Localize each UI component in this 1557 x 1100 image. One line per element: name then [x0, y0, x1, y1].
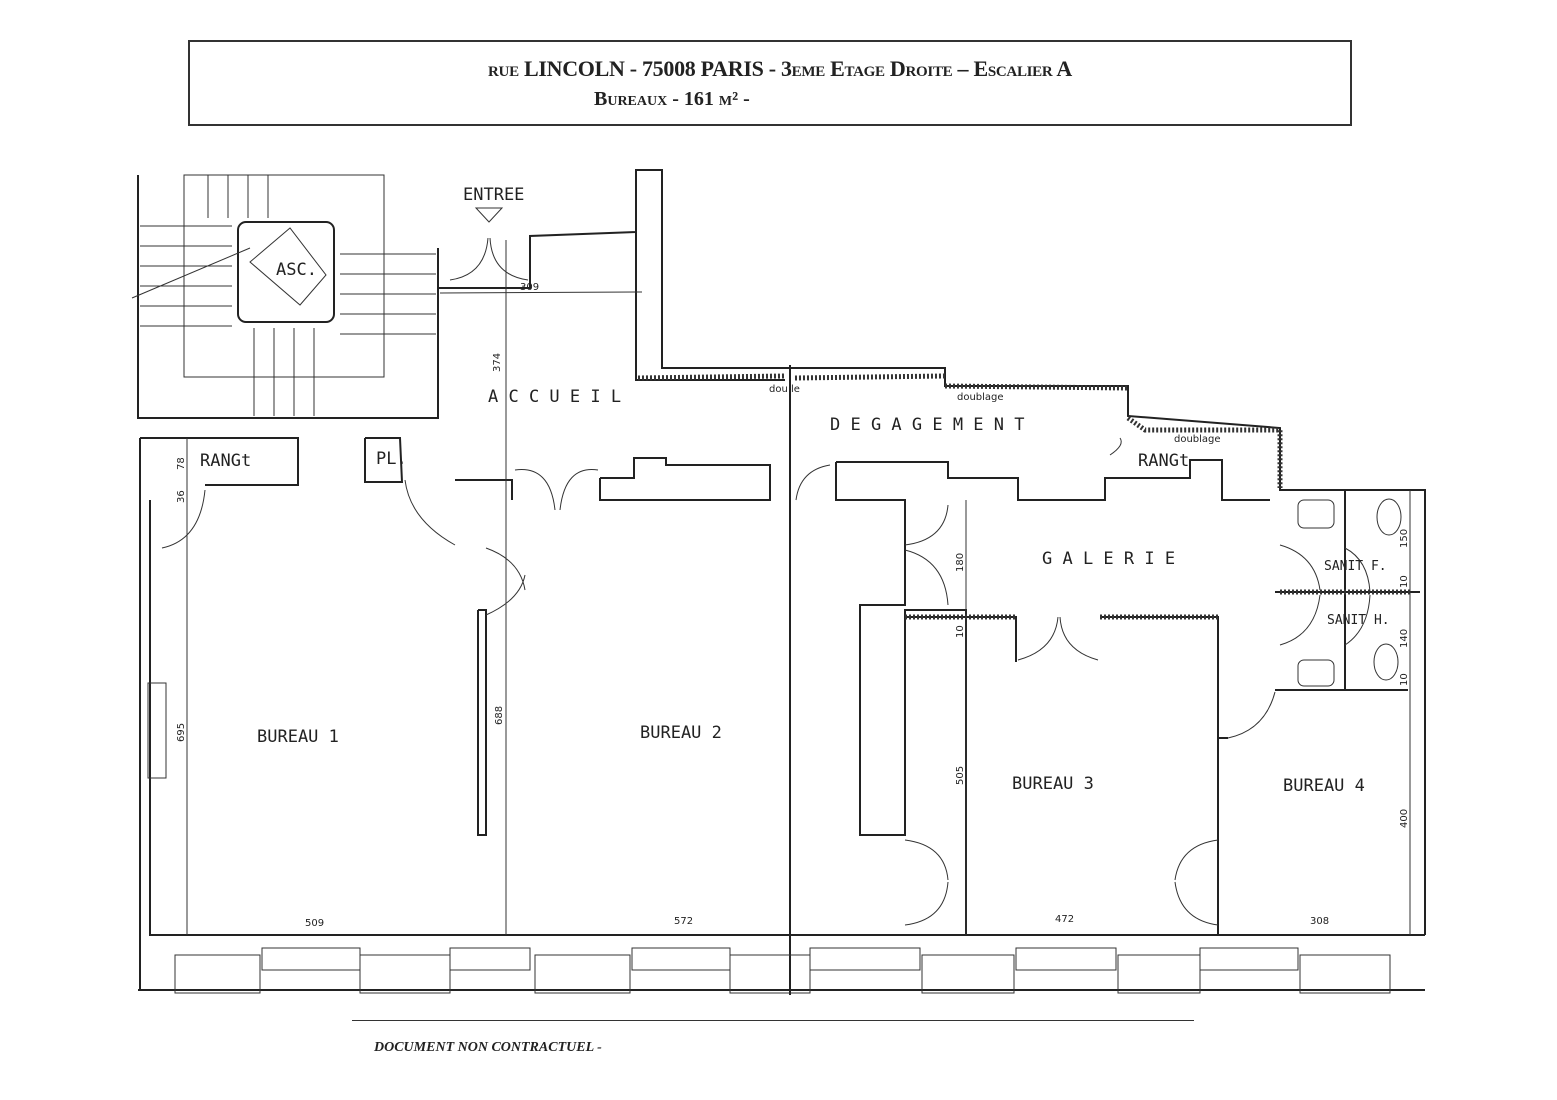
dim-140: 140 — [1399, 629, 1410, 648]
dim-10: 10 — [1399, 575, 1410, 588]
dim-572: 572 — [674, 916, 693, 927]
dim-78: 78 — [176, 457, 187, 470]
room-label-rangement-2: RANGt — [1138, 451, 1189, 471]
dim-695: 695 — [176, 723, 187, 742]
title-block: rue LINCOLN - 75008 PARIS - 3eme Etage D… — [188, 40, 1352, 126]
dim-472: 472 — [1055, 914, 1074, 925]
doublage-label: doublage — [1174, 434, 1221, 445]
doors — [161, 437, 1371, 926]
room-label-accueil: A C C U E I L — [488, 387, 621, 407]
walls — [138, 169, 1426, 995]
dim-374: 374 — [492, 353, 503, 372]
dim-505: 505 — [955, 766, 966, 785]
dim-150: 150 — [1399, 529, 1410, 548]
entrance-label: ENTREE — [463, 185, 524, 205]
sink-icon — [1297, 499, 1335, 529]
toilet-icon — [1376, 498, 1402, 536]
room-label-rangement: RANGt — [200, 451, 251, 471]
doublage-label: doublage — [957, 392, 1004, 403]
windows — [147, 682, 1391, 994]
dimension-lines — [186, 240, 1411, 935]
dim-400: 400 — [1399, 809, 1410, 828]
doublage-walls — [637, 373, 1410, 620]
entrance-arrow-icon — [474, 207, 504, 223]
room-label-bureau-1: BUREAU 1 — [257, 727, 339, 747]
toilet-icon — [1373, 643, 1399, 681]
room-label-bureau-4: BUREAU 4 — [1283, 776, 1365, 796]
elevator-label: ASC. — [276, 260, 317, 280]
sanitary-fixtures — [1297, 498, 1402, 687]
room-label-degagement: D E G A G E M E N T — [830, 415, 1024, 435]
room-label-galerie: G A L E R I E — [1042, 549, 1175, 569]
dimension-labels: 309 374 78 36 695 688 180 10 505 400 150… — [176, 282, 1410, 929]
sink-icon — [1297, 659, 1335, 687]
dim-10: 10 — [1399, 673, 1410, 686]
dim-36: 36 — [176, 490, 187, 503]
dim-309: 309 — [520, 282, 539, 293]
dim-10: 10 — [955, 625, 966, 638]
surface-subtitle: Bureaux - 161 m² - — [594, 88, 750, 110]
address-title: rue LINCOLN - 75008 PARIS - 3eme Etage D… — [488, 56, 1072, 81]
stairwell: ASC. — [131, 174, 439, 419]
room-label-bureau-3: BUREAU 3 — [1012, 774, 1094, 794]
doublage-label-cut: dou le — [769, 384, 800, 395]
dim-509: 509 — [305, 918, 324, 929]
room-label-bureau-2: BUREAU 2 — [640, 723, 722, 743]
footer-divider — [352, 1020, 1194, 1021]
entrance-door — [449, 237, 529, 281]
room-label-pl: PL. — [376, 449, 407, 469]
room-label-sanit-h: SANIT H. — [1327, 613, 1390, 628]
room-label-sanit-f: SANIT F. — [1324, 559, 1387, 574]
dim-180: 180 — [955, 553, 966, 572]
footer-note: DOCUMENT NON CONTRACTUEL - — [374, 1040, 602, 1055]
dim-308: 308 — [1310, 916, 1329, 927]
dim-688: 688 — [494, 706, 505, 725]
